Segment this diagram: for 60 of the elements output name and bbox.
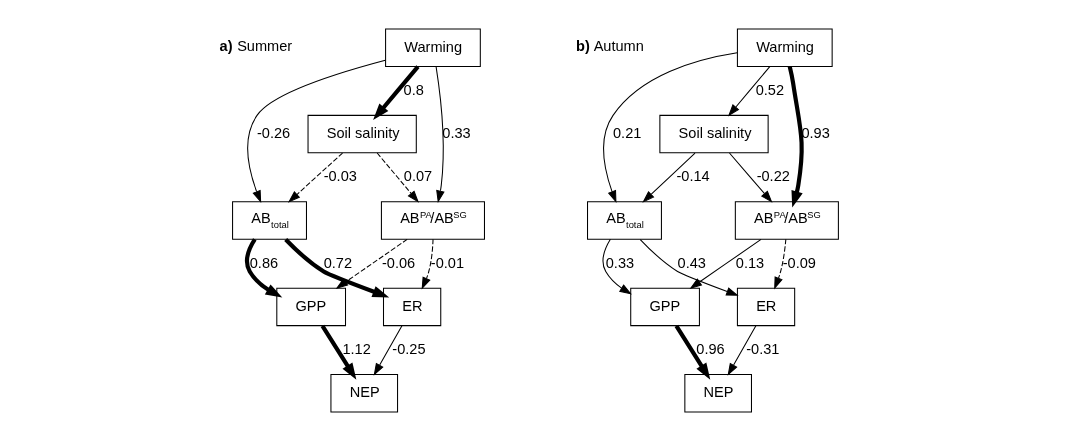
edge-label: 0.86 bbox=[249, 254, 279, 271]
edge-label: -0.26 bbox=[257, 124, 291, 141]
edge-label: 0.52 bbox=[755, 81, 784, 98]
edge-label: 0.43 bbox=[677, 254, 706, 271]
arrow bbox=[603, 52, 738, 203]
arrow bbox=[674, 324, 711, 380]
node-box: ER bbox=[383, 287, 442, 327]
node-box: Warming bbox=[385, 28, 481, 67]
arrow bbox=[689, 238, 762, 289]
node-box: Warming bbox=[736, 28, 833, 67]
edge-label: -0.25 bbox=[392, 340, 426, 357]
edge-label: -0.31 bbox=[746, 340, 780, 357]
arrow bbox=[376, 152, 419, 203]
arrow bbox=[639, 239, 739, 296]
arrow bbox=[247, 59, 386, 203]
node-box: AB$_{total}$ bbox=[587, 201, 662, 240]
label: a) Summer bbox=[219, 37, 293, 54]
arrow bbox=[787, 65, 804, 208]
edge-label: 1.12 bbox=[342, 340, 371, 357]
arrow bbox=[335, 238, 408, 289]
arrow bbox=[774, 238, 787, 290]
edge-label: -0.14 bbox=[676, 168, 710, 185]
arrow bbox=[244, 238, 283, 298]
arrow bbox=[373, 325, 403, 376]
node-box: NEP bbox=[684, 374, 752, 413]
label: b) Autumn bbox=[576, 37, 644, 54]
node-box: AB$^{PA}$/AB$^{SG}$ bbox=[380, 201, 485, 240]
node-box: GPP bbox=[276, 287, 347, 327]
node-box: NEP bbox=[330, 374, 399, 413]
arrow bbox=[602, 238, 632, 295]
node-box: Soil salinity bbox=[659, 114, 769, 154]
arrow bbox=[320, 324, 357, 380]
edge-label: -0.06 bbox=[381, 254, 416, 271]
edge-label: 0.33 bbox=[605, 254, 635, 271]
edge-label: 0.96 bbox=[696, 340, 725, 357]
arrow bbox=[287, 152, 344, 203]
arrow bbox=[421, 238, 434, 290]
edge-label: 0.07 bbox=[403, 168, 433, 185]
node-box: Soil salinity bbox=[307, 114, 417, 154]
edge-label: 0.13 bbox=[735, 254, 765, 271]
node-box: AB$_{total}$ bbox=[232, 201, 307, 240]
node-box: GPP bbox=[630, 287, 700, 327]
edge-label: -0.09 bbox=[782, 254, 816, 271]
edge-label: 0.21 bbox=[613, 124, 642, 141]
arrow bbox=[435, 65, 445, 203]
node-box: ER bbox=[736, 287, 796, 327]
edge-label: 0.33 bbox=[442, 124, 471, 141]
node-box: AB$^{PA}$/AB$^{SG}$ bbox=[734, 201, 839, 240]
arrow bbox=[284, 238, 390, 298]
edge-label: 0.8 bbox=[403, 81, 424, 98]
arrow bbox=[727, 66, 771, 117]
edge-label: 0.93 bbox=[801, 124, 830, 141]
arrow bbox=[642, 152, 696, 203]
arrow bbox=[727, 325, 757, 376]
arrow bbox=[373, 65, 420, 121]
edge-label: -0.03 bbox=[323, 168, 357, 185]
edge-label: -0.01 bbox=[430, 254, 465, 271]
arrow bbox=[728, 152, 773, 203]
edge-label: 0.72 bbox=[323, 254, 352, 271]
edge-label: -0.22 bbox=[756, 168, 790, 185]
